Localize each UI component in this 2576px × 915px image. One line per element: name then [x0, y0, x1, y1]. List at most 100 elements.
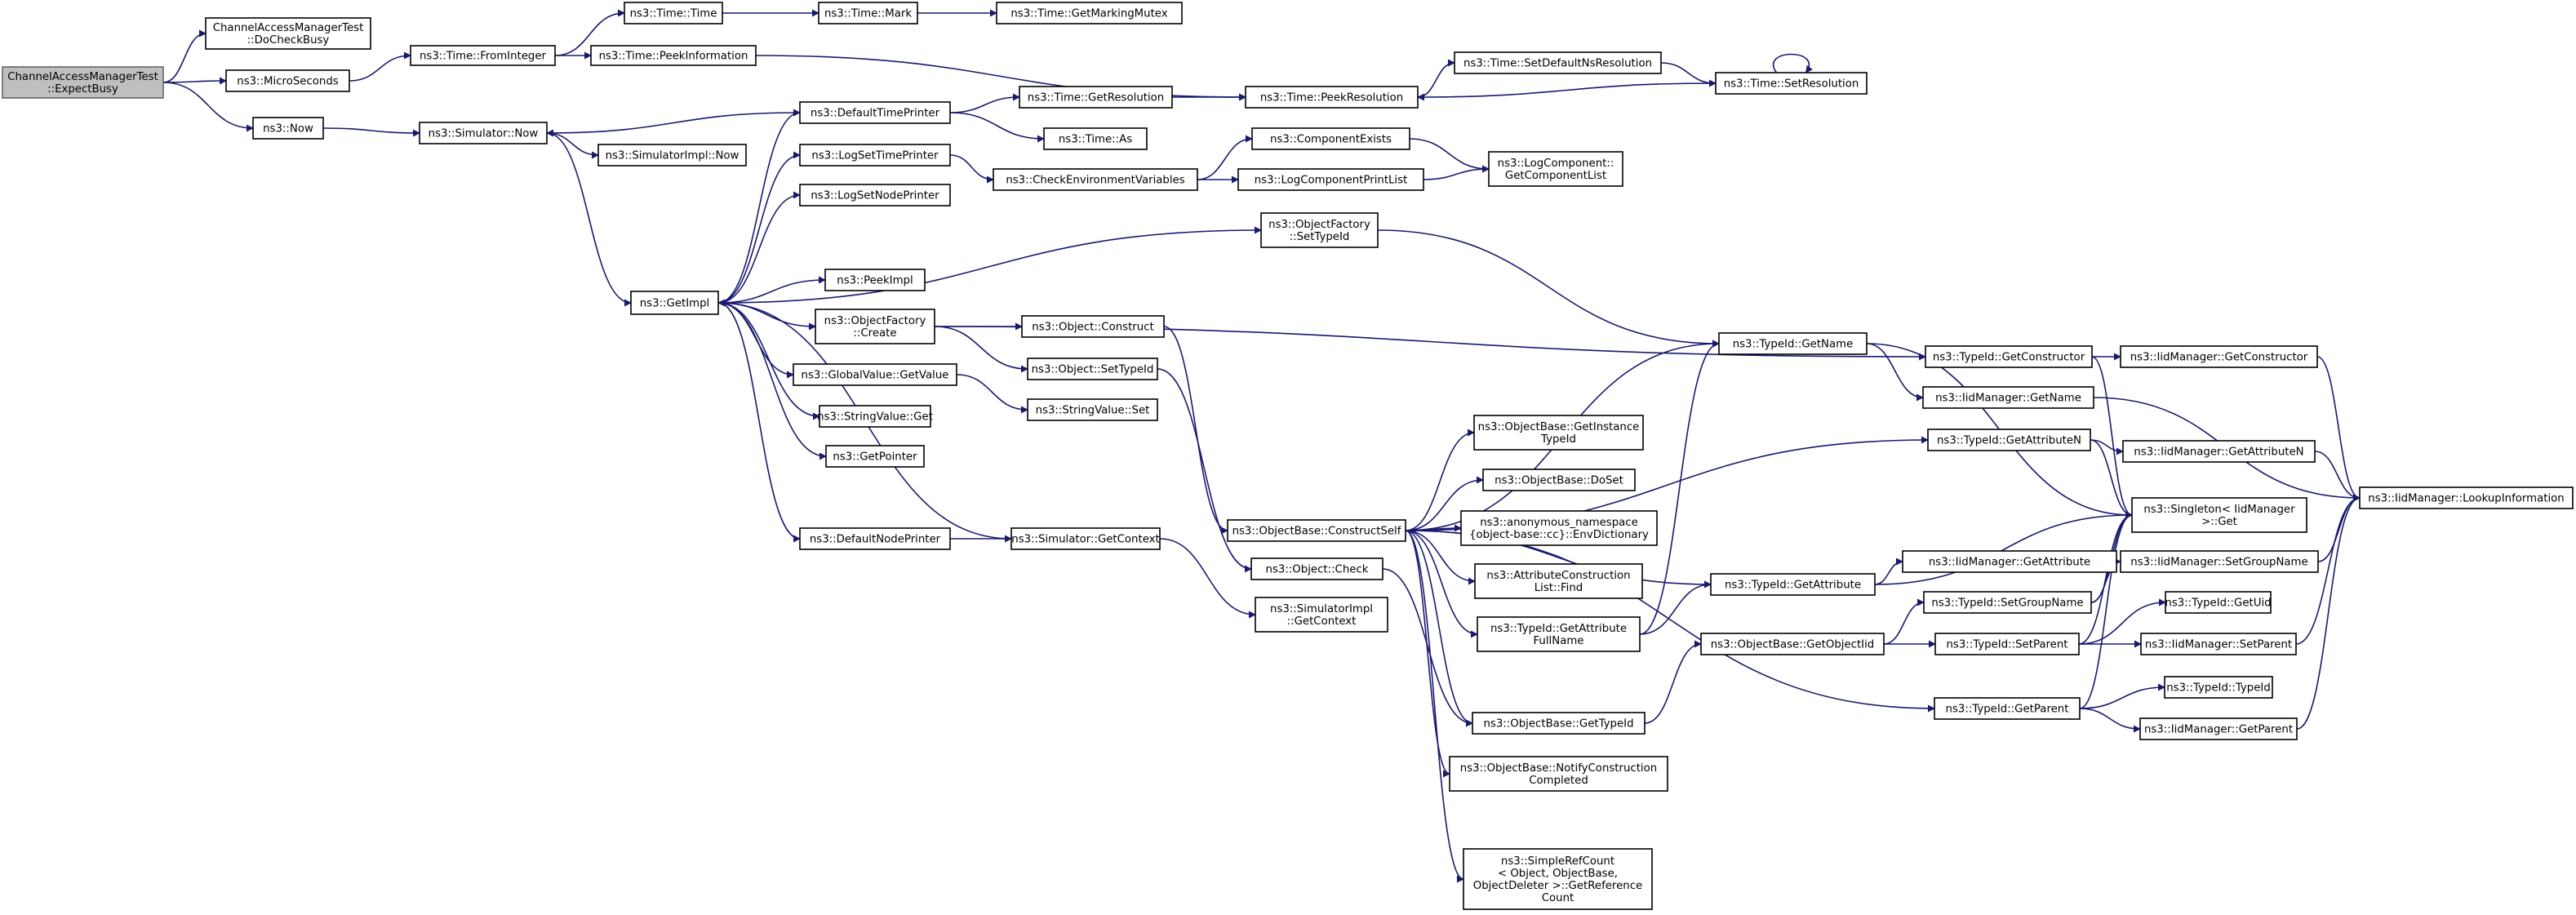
edge-object_factory_create-to-object_set_type_id [934, 326, 1028, 373]
node-box [2165, 591, 2272, 614]
edge-line [1417, 59, 1455, 98]
node-default-node-printer[interactable]: ns3::DefaultNodePrinter [799, 527, 951, 550]
node-do-set[interactable]: ns3::ObjectBase::DoSet [1482, 469, 1636, 491]
node-env-dictionary[interactable]: ns3::anonymous_namespace{object-base::cc… [1460, 510, 1658, 546]
node-typeid-get-uid[interactable]: ns3::TypeId::GetUid [2165, 591, 2272, 614]
edge-typeid_set_parent-to-singleton_get [2078, 511, 2133, 645]
node-time-peek-resolution[interactable]: ns3::Time::PeekResolution [1245, 86, 1419, 109]
node-iidmanager-set-group-name[interactable]: ns3::IidManager::SetGroupName [2120, 550, 2319, 573]
node-typeid-get-attribute-n[interactable]: ns3::TypeId::GetAttributeN [1927, 429, 2091, 451]
node-simulatorimpl-get-context[interactable]: ns3::SimulatorImpl::GetContext [1255, 597, 1388, 633]
node-box [819, 405, 931, 428]
node-global-value-get-value[interactable]: ns3::GlobalValue::GetValue [793, 363, 957, 386]
node-time-get-resolution[interactable]: ns3::Time::GetResolution [1019, 86, 1173, 109]
node-time-as[interactable]: ns3::Time::As [1043, 127, 1148, 150]
node-get-impl[interactable]: ns3::GetImpl [630, 291, 719, 315]
node-default-time-printer[interactable]: ns3::DefaultTimePrinter [799, 101, 951, 124]
node-do-check-busy[interactable]: ChannelAccessManagerTest::DoCheckBusy [205, 17, 371, 50]
edge-object_base_construct_self-to-attr_construction_list_find [1405, 530, 1476, 585]
node-notify-construction-completed[interactable]: ns3::ObjectBase::NotifyConstructionCompl… [1449, 756, 1668, 792]
node-time-peek-information[interactable]: ns3::Time::PeekInformation [590, 45, 757, 66]
edge-line [1405, 429, 1475, 531]
edge-line [1883, 598, 1925, 645]
node-label: ns3::IidManager::GetAttribute [1929, 557, 2090, 569]
node-object-set-type-id[interactable]: ns3::Object::SetTypeId [1027, 358, 1158, 380]
node-box [1454, 51, 1662, 74]
node-iidmanager-get-attribute-n[interactable]: ns3::IidManager::GetAttributeN [2122, 440, 2316, 463]
node-log-component-print-list[interactable]: ns3::LogComponentPrintList [1237, 168, 1424, 191]
node-singleton-get[interactable]: ns3::Singleton< IidManager>::Get [2131, 497, 2307, 533]
edge-line [1660, 62, 1717, 87]
node-object-base-get-object-iid[interactable]: ns3::ObjectBase::GetObjectIid [1700, 633, 1885, 655]
node-log-component-get-list[interactable]: ns3::LogComponent::GetComponentList [1488, 151, 1623, 187]
node-simulator-now[interactable]: ns3::Simulator::Now [419, 122, 548, 144]
edge-simulator_now-to-get_impl [546, 132, 632, 307]
node-box [1250, 557, 1383, 580]
edge-line [717, 191, 801, 304]
node-typeid-get-constructor[interactable]: ns3::TypeId::GetConstructor [1925, 345, 2093, 368]
node-log-set-time-printer[interactable]: ns3::LogSetTimePrinter [799, 144, 951, 167]
node-component-exists[interactable]: ns3::ComponentExists [1251, 127, 1410, 150]
node-get-marking-mutex[interactable]: ns3::Time::GetMarkingMutex [996, 2, 1183, 24]
node-box [1934, 633, 2080, 655]
node-now[interactable]: ns3::Now [252, 117, 324, 140]
node-typeid-set-parent[interactable]: ns3::TypeId::SetParent [1934, 633, 2080, 655]
node-label: ChannelAccessManagerTest [213, 22, 364, 34]
node-iidmanager-get-constructor[interactable]: ns3::IidManager::GetConstructor [2120, 345, 2318, 368]
edge-get_impl-to-object_factory_set_type_id [717, 226, 1262, 304]
node-iidmanager-get-attribute[interactable]: ns3::IidManager::GetAttribute [1902, 550, 2117, 573]
node-label: ns3::LogSetTimePrinter [811, 150, 939, 162]
node-string-value-get[interactable]: ns3::StringValue::Get [817, 405, 933, 428]
node-log-set-node-printer[interactable]: ns3::LogSetNodePrinter [799, 184, 951, 207]
node-label: ns3::SimulatorImpl::Now [606, 150, 739, 162]
node-get-reference-count[interactable]: ns3::SimpleRefCount< Object, ObjectBase,… [1463, 848, 1653, 910]
node-label: GetComponentList [1505, 170, 1606, 182]
node-typeid-get-name[interactable]: ns3::TypeId::GetName [1718, 332, 1868, 355]
node-typeid-get-parent[interactable]: ns3::TypeId::GetParent [1934, 697, 2081, 720]
node-time-set-resolution[interactable]: ns3::Time::SetResolution [1715, 72, 1868, 95]
node-object-construct[interactable]: ns3::Object::Construct [1021, 315, 1165, 338]
node-box [2122, 440, 2316, 463]
node-get-pointer[interactable]: ns3::GetPointer [825, 445, 925, 468]
edge-object_base_construct_self-to-typeid_get_attribute_full_name [1405, 530, 1478, 638]
node-typeid-set-group-name[interactable]: ns3::TypeId::SetGroupName [1923, 591, 2092, 614]
node-string-value-set[interactable]: ns3::StringValue::Set [1027, 398, 1158, 421]
node-label: ns3::Now [263, 123, 313, 135]
node-box [1923, 591, 2092, 614]
node-iidmanager-set-parent[interactable]: ns3::IidManager::SetParent [2140, 633, 2297, 655]
node-time-mark[interactable]: ns3::Time::Mark [818, 2, 918, 24]
node-box [799, 527, 951, 550]
node-label: ns3::TypeId::TypeId [2166, 682, 2271, 695]
edge-line [1377, 229, 1720, 348]
edge-line [1409, 138, 1490, 173]
node-object-base-get-type-id[interactable]: ns3::ObjectBase::GetTypeId [1472, 712, 1646, 735]
edge-object_base_construct_self-to-do_set [1405, 476, 1484, 531]
node-time-time[interactable]: ns3::Time::Time [624, 2, 723, 24]
node-label: ns3::LogComponentPrintList [1255, 175, 1408, 187]
node-microseconds[interactable]: ns3::MicroSeconds [225, 69, 350, 92]
edge-iidmanager_get_constructor-to-iidmanager_lookup_information [2316, 356, 2361, 502]
node-time-from-integer[interactable]: ns3::Time::FromInteger [410, 45, 556, 66]
node-expect-busy[interactable]: ChannelAccessManagerTest::ExpectBusy [2, 66, 164, 99]
node-typeid-get-attribute[interactable]: ns3::TypeId::GetAttribute [1710, 573, 1876, 596]
node-iidmanager-get-name[interactable]: ns3::IidManager::GetName [1922, 386, 2094, 409]
node-typeid-typeid[interactable]: ns3::TypeId::TypeId [2164, 676, 2273, 699]
node-object-factory-set-type-id[interactable]: ns3::ObjectFactory::SetTypeId [1260, 212, 1379, 248]
node-iidmanager-get-parent[interactable]: ns3::IidManager::GetParent [2139, 717, 2298, 740]
node-object-check[interactable]: ns3::Object::Check [1250, 557, 1383, 580]
node-set-default-ns-resolution[interactable]: ns3::Time::SetDefaultNsResolution [1454, 51, 1662, 74]
node-box [1449, 756, 1668, 792]
node-box [1010, 527, 1161, 550]
node-object-factory-create[interactable]: ns3::ObjectFactory::Create [815, 309, 935, 344]
node-label: ns3::ObjectFactory [1268, 219, 1370, 231]
node-object-base-construct-self[interactable]: ns3::ObjectBase::ConstructSelf [1227, 519, 1406, 542]
edge-line [1405, 530, 1450, 778]
node-iidmanager-lookup-information[interactable]: ns3::IidManager::LookupInformation [2359, 486, 2574, 509]
node-peek-impl[interactable]: ns3::PeekImpl [824, 269, 926, 291]
node-check-env-vars[interactable]: ns3::CheckEnvironmentVariables [993, 168, 1198, 191]
node-simulatorimpl-now[interactable]: ns3::SimulatorImpl::Now [597, 144, 747, 167]
node-simulator-get-context[interactable]: ns3::Simulator::GetContext [1010, 527, 1161, 550]
